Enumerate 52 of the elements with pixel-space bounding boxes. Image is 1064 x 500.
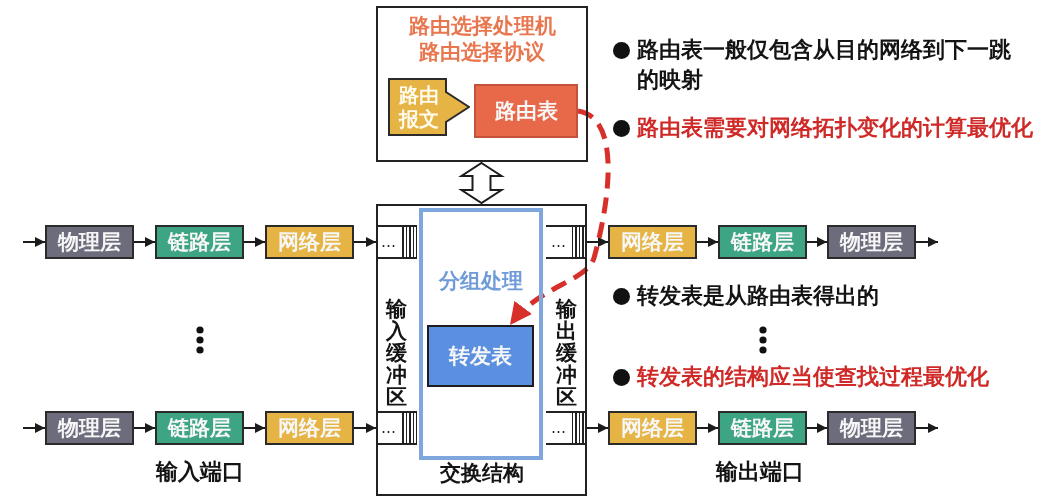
layer-box: 物理层 <box>827 225 916 259</box>
box-title: 路由选择处理机 <box>408 13 556 39</box>
arrow <box>696 237 719 247</box>
table-box: 转发表 <box>427 325 534 387</box>
arrow <box>22 237 46 247</box>
arrow <box>133 237 156 247</box>
arrow <box>353 423 377 433</box>
arrow <box>915 423 939 433</box>
layer-box: 物理层 <box>45 225 134 259</box>
bullet-text: 转发表的结构应当使查找过程最优化 <box>637 363 989 391</box>
buffer-queue: … <box>546 411 587 445</box>
vertical-label: 输入缓冲区 <box>385 298 408 408</box>
double-arrow <box>458 161 505 205</box>
box-title: 分组处理 <box>439 268 523 294</box>
layer-box: 网络层 <box>608 411 697 445</box>
bullet-text: 转发表是从路由表得出的 <box>637 282 879 310</box>
buffer-queue: … <box>376 411 417 445</box>
arrow <box>586 237 609 247</box>
port-label: 输出端口 <box>716 458 804 486</box>
arrow <box>806 423 828 433</box>
layer-box: 链路层 <box>718 225 807 259</box>
arrow <box>353 237 377 247</box>
layer-box: 链路层 <box>718 411 807 445</box>
buffer-queue: … <box>376 225 417 259</box>
layer-box: 链路层 <box>155 411 244 445</box>
arrow <box>133 423 156 433</box>
box-title: 交换结构 <box>439 460 524 486</box>
arrow <box>243 423 266 433</box>
arrow <box>243 237 266 247</box>
port-label: 输入端口 <box>156 458 244 486</box>
message-callout: 路由报文 <box>388 78 470 136</box>
layer-box: 网络层 <box>265 411 354 445</box>
buffer-queue: … <box>546 225 587 259</box>
dashed-arrow <box>508 108 611 327</box>
layer-box: 网络层 <box>608 225 697 259</box>
arrow <box>22 423 46 433</box>
switch-fabric-box <box>376 204 587 496</box>
layer-box: 物理层 <box>827 411 916 445</box>
arrow <box>696 423 719 433</box>
layer-box: 网络层 <box>265 225 354 259</box>
layer-box: 链路层 <box>155 225 244 259</box>
box-title: 路由选择协议 <box>419 39 545 65</box>
bullet-text: 路由表需要对网络拓扑变化的计算最优化 <box>637 114 1033 142</box>
arrow <box>586 423 609 433</box>
bullet-text: 路由表一般仅包含从目的网络到下一跳的映射 <box>637 36 1012 94</box>
arrow <box>806 237 828 247</box>
arrow <box>915 237 939 247</box>
table-box: 路由表 <box>474 84 578 138</box>
processing-box <box>419 208 543 460</box>
layer-box: 物理层 <box>45 411 134 445</box>
vertical-label: 输出缓冲区 <box>555 298 578 408</box>
processor-box <box>376 6 588 162</box>
